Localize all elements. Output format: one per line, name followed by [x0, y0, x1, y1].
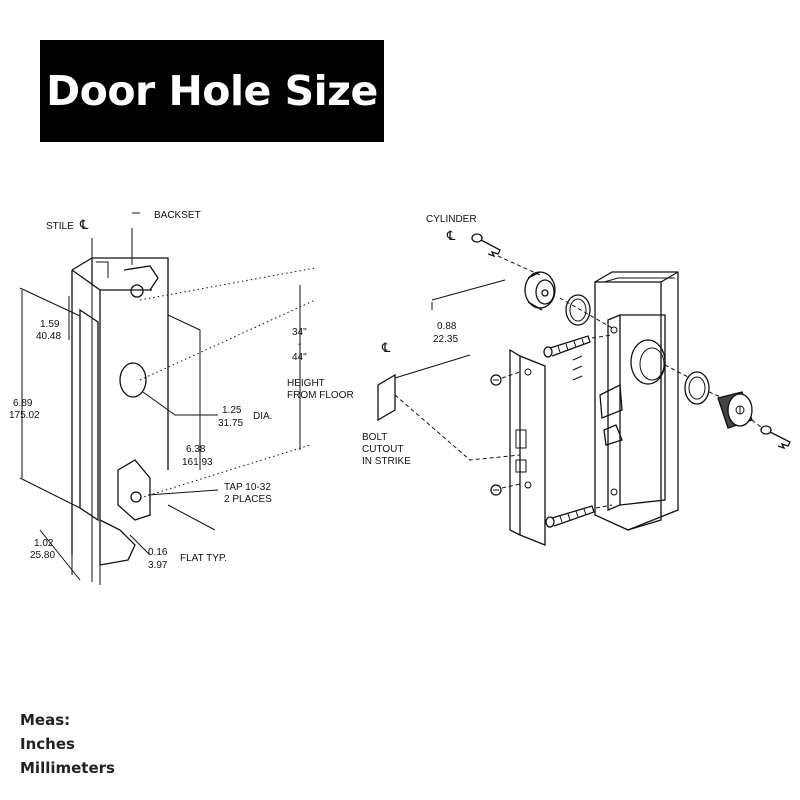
- height-max: 44": [292, 352, 307, 363]
- centerline-symbol-cylinder: ℄: [446, 228, 456, 243]
- bolt-label-line3: IN STRIKE: [362, 456, 411, 467]
- dim-bottom-mm: 25.80: [30, 550, 55, 561]
- lower-cutout: [117, 459, 151, 521]
- cylinder-label: CYLINDER: [426, 214, 477, 225]
- trim-ring-lower: [684, 371, 710, 405]
- dim-total-mm: 175.02: [9, 410, 40, 421]
- key-top-icon: [471, 233, 501, 258]
- strike-screw-bottom: [490, 484, 502, 496]
- top-hole: [130, 284, 144, 298]
- dia-label: DIA.: [253, 411, 272, 422]
- bottom-flat: [99, 519, 136, 566]
- backset-notch: [123, 265, 159, 291]
- auxiliary-latch: [603, 424, 623, 446]
- cylinder-hole: [119, 362, 147, 398]
- height-min: 34": [292, 327, 307, 338]
- legend-inches: Inches: [20, 735, 75, 753]
- stile-label: STILE: [46, 221, 74, 232]
- mounting-screw-top: [543, 335, 591, 358]
- title-banner: Door Hole Size: [40, 40, 384, 142]
- tap-hole: [130, 491, 142, 503]
- strike-plate: [509, 348, 546, 546]
- tap-line1: TAP 10-32: [224, 482, 271, 493]
- offset-mm: 22.35: [433, 334, 458, 345]
- cylinder-lower: [717, 391, 753, 429]
- bolt-label-line1: BOLT: [362, 432, 387, 443]
- height-label-line1: HEIGHT: [287, 378, 325, 389]
- lock-cylinder-bore: [630, 339, 666, 385]
- legend-millimeters: Millimeters: [20, 759, 115, 777]
- centerline-symbol-left: ℄: [79, 217, 89, 232]
- page-title: Door Hole Size: [46, 67, 378, 115]
- span-inches: 6.38: [186, 444, 206, 455]
- legend-heading: Meas:: [20, 711, 71, 729]
- strike-screw-top: [490, 374, 502, 386]
- centerline-symbol-offset: ℄: [381, 340, 391, 355]
- measurement-legend: Meas: Inches Millimeters: [20, 708, 115, 780]
- dim-top-inches: 1.59: [40, 319, 60, 330]
- faceplate-slot: [79, 308, 99, 522]
- offset-inches: 0.88: [437, 321, 457, 332]
- key-bottom-icon: [760, 425, 791, 450]
- latch-bolt: [599, 383, 623, 419]
- stile-prep-drawing: STILE ℄ BACKSET 1.59 40.48 6.89 175.02 1…: [9, 210, 354, 585]
- bolt-label-line2: CUTOUT: [362, 444, 403, 455]
- flat-mm: 3.97: [148, 560, 168, 571]
- mounting-screw-bottom: [545, 505, 595, 528]
- flat-inches: 0.16: [148, 547, 168, 558]
- mortise-lock-body: [572, 271, 679, 531]
- exploded-assembly: CYLINDER ℄ 0.88 22.35 ℄ BOLT CUTOUT: [362, 214, 791, 546]
- height-label-line2: FROM FLOOR: [287, 390, 354, 401]
- trim-ring-upper: [565, 294, 591, 326]
- dim-top-mm: 40.48: [36, 331, 61, 342]
- tap-line2: 2 PLACES: [224, 494, 272, 505]
- backset-label: BACKSET: [154, 210, 201, 221]
- dia-inches: 1.25: [222, 405, 242, 416]
- flat-label: FLAT TYP.: [180, 553, 227, 564]
- height-separator: -: [298, 339, 301, 350]
- bolt-cutout: [377, 373, 396, 422]
- cylinder-upper: [524, 271, 556, 311]
- dim-bottom-inches: 1.02: [34, 538, 54, 549]
- span-mm: 161.93: [182, 457, 213, 468]
- dia-mm: 31.75: [218, 418, 243, 429]
- dim-total-inches: 6.89: [13, 398, 33, 409]
